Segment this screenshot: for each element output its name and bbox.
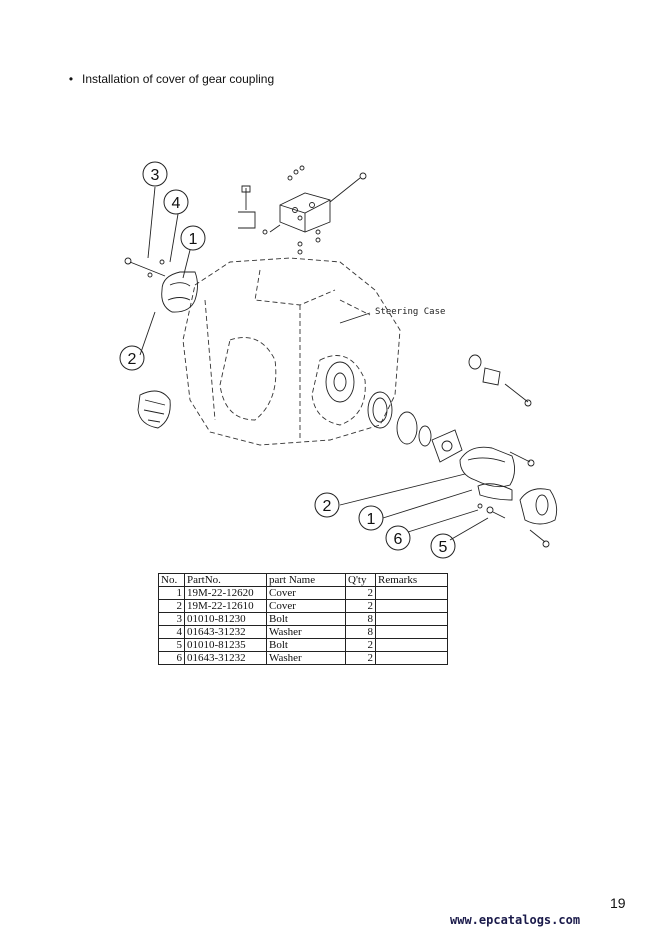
bullet-marker: • bbox=[68, 72, 74, 86]
table-row: 6 01643-31232 Washer 2 bbox=[158, 651, 448, 665]
left-cover-assembly bbox=[124, 257, 198, 429]
cell-remarks bbox=[375, 599, 448, 613]
cell-no: 2 bbox=[158, 599, 185, 613]
cell-part-no: 01643-31232 bbox=[184, 625, 267, 639]
cell-qty: 8 bbox=[345, 625, 376, 639]
cell-no: 1 bbox=[158, 586, 185, 600]
cell-qty: 2 bbox=[345, 599, 376, 613]
callout-2-right: 2 bbox=[323, 498, 332, 515]
heading-text: Installation of cover of gear coupling bbox=[82, 72, 275, 86]
callout-2: 2 bbox=[128, 351, 137, 368]
header-no: No. bbox=[158, 573, 185, 587]
cell-part-no: 01010-81235 bbox=[184, 638, 267, 652]
cell-part-name: Washer bbox=[266, 625, 346, 639]
cell-no: 6 bbox=[158, 651, 185, 665]
cell-qty: 2 bbox=[345, 586, 376, 600]
cell-remarks bbox=[375, 651, 448, 665]
cell-no: 5 bbox=[158, 638, 185, 652]
valve-block bbox=[238, 165, 367, 255]
cell-part-name: Bolt bbox=[266, 612, 346, 626]
header-remarks: Remarks bbox=[375, 573, 448, 587]
cell-remarks bbox=[375, 638, 448, 652]
cell-part-name: Washer bbox=[266, 651, 346, 665]
right-cover-assembly bbox=[325, 354, 558, 548]
parts-table: No. PartNo. part Name Q'ty Remarks 1 19M… bbox=[158, 573, 448, 665]
table-row: 3 01010-81230 Bolt 8 bbox=[158, 612, 448, 626]
callout-4: 4 bbox=[172, 195, 181, 212]
callout-6: 6 bbox=[394, 531, 403, 548]
cell-remarks bbox=[375, 612, 448, 626]
table-row: 1 19M-22-12620 Cover 2 bbox=[158, 586, 448, 600]
callout-1: 1 bbox=[189, 231, 198, 248]
cell-remarks bbox=[375, 586, 448, 600]
table-row: 4 01643-31232 Washer 8 bbox=[158, 625, 448, 639]
cell-remarks bbox=[375, 625, 448, 639]
steering-case-label: Steering Case bbox=[375, 307, 445, 317]
header-part-no: PartNo. bbox=[184, 573, 267, 587]
cell-qty: 8 bbox=[345, 612, 376, 626]
callout-3: 3 bbox=[151, 167, 160, 184]
callout-circles bbox=[119, 161, 456, 559]
steering-case-outline bbox=[182, 257, 401, 446]
header-qty: Q'ty bbox=[345, 573, 376, 587]
section-heading: • Installation of cover of gear coupling bbox=[66, 72, 274, 86]
callout-1-right: 1 bbox=[367, 511, 376, 528]
watermark-url: www.epcatalogs.com bbox=[450, 913, 581, 927]
cell-qty: 2 bbox=[345, 651, 376, 665]
cell-no: 4 bbox=[158, 625, 185, 639]
header-part-name: part Name bbox=[266, 573, 346, 587]
page-number: 19 bbox=[610, 895, 626, 911]
table-row: 2 19M-22-12610 Cover 2 bbox=[158, 599, 448, 613]
cell-part-name: Bolt bbox=[266, 638, 346, 652]
cell-part-name: Cover bbox=[266, 599, 346, 613]
cell-part-no: 01010-81230 bbox=[184, 612, 267, 626]
table-row: 5 01010-81235 Bolt 2 bbox=[158, 638, 448, 652]
callout-5: 5 bbox=[439, 539, 448, 556]
cell-part-no: 19M-22-12620 bbox=[184, 586, 267, 600]
cell-part-no: 01643-31232 bbox=[184, 651, 267, 665]
cell-no: 3 bbox=[158, 612, 185, 626]
table-header-row: No. PartNo. part Name Q'ty Remarks bbox=[158, 573, 448, 587]
cell-part-no: 19M-22-12610 bbox=[184, 599, 267, 613]
cell-qty: 2 bbox=[345, 638, 376, 652]
cell-part-name: Cover bbox=[266, 586, 346, 600]
leader-lines bbox=[139, 186, 489, 541]
